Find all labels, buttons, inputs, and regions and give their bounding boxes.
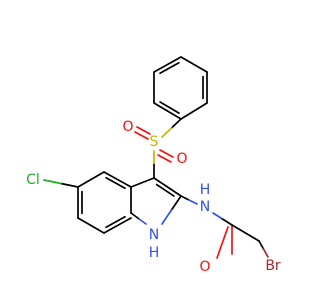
carbonyl-o-bond-2: [216, 226, 229, 259]
c2-amide-n-bond-b: [188, 199, 198, 205]
c3a-c3-bond: [130, 177, 155, 188]
c2-n1-bond-a: [170, 195, 182, 211]
phenyl-bond-0: [153, 56, 182, 73]
phenyl-bond-0-inner: [159, 61, 180, 75]
sulfonyl-oxygen-right: O: [176, 151, 187, 167]
carbonyl-ch2-bond: [231, 224, 260, 242]
c5-chlorine-bond-b: [43, 179, 62, 185]
ch2-bromine-bond-a: [258, 240, 265, 250]
chlorine-atom: Cl: [26, 172, 40, 188]
sulfonyl-oxygen-left: O: [122, 119, 133, 135]
c3-c2-bond: [153, 177, 182, 197]
benzo-bond-0-inner: [105, 176, 126, 190]
phenyl-bond-5: [180, 56, 208, 73]
amide-n-carbonyl-bond-b: [221, 218, 233, 226]
amide-nitrogen: N: [200, 199, 210, 215]
carbonyl-oxygen: O: [199, 259, 210, 275]
so-left-bond-2: [136, 126, 151, 135]
bromine-atom: Br: [265, 258, 281, 274]
so-right-bond-2: [157, 154, 172, 163]
molecule-structure: Cl O S O N H N H O Br: [26, 56, 281, 275]
benzo-bond-0: [103, 171, 132, 188]
c2-n1-bond-b: [161, 209, 173, 225]
amide-hydrogen: H: [200, 182, 211, 198]
phenyl-bond-2: [153, 102, 182, 120]
indole-nitrogen: N: [149, 227, 159, 243]
phenyl-bond-2-inner: [159, 101, 180, 115]
indole-hydrogen: H: [149, 245, 160, 261]
sulfur-atom: S: [150, 134, 159, 150]
bonds: [43, 56, 269, 259]
so-left-bond-1: [134, 131, 149, 140]
benzo-bond-4-inner: [105, 215, 126, 229]
so-right-bond-1: [159, 149, 174, 158]
benzo-bond-3: [77, 217, 105, 234]
c2-amide-n-bond-a: [180, 195, 190, 201]
benzo-bond-4: [103, 217, 132, 234]
sulfur-phenyl-bond-a: [170, 118, 182, 129]
phenyl-bond-3: [180, 102, 208, 120]
benzo-bond-1: [77, 171, 105, 188]
n1-c7a-bond-b: [130, 212, 140, 220]
c5-chlorine-bond-a: [60, 182, 79, 188]
c3-c2-bond-inner: [155, 183, 175, 197]
sulfur-phenyl-bond-b: [161, 127, 173, 138]
n1-c7a-bond-a: [137, 217, 147, 225]
amide-n-carbonyl-bond-a: [212, 212, 224, 220]
ch2-bromine-bond-b: [262, 248, 269, 258]
